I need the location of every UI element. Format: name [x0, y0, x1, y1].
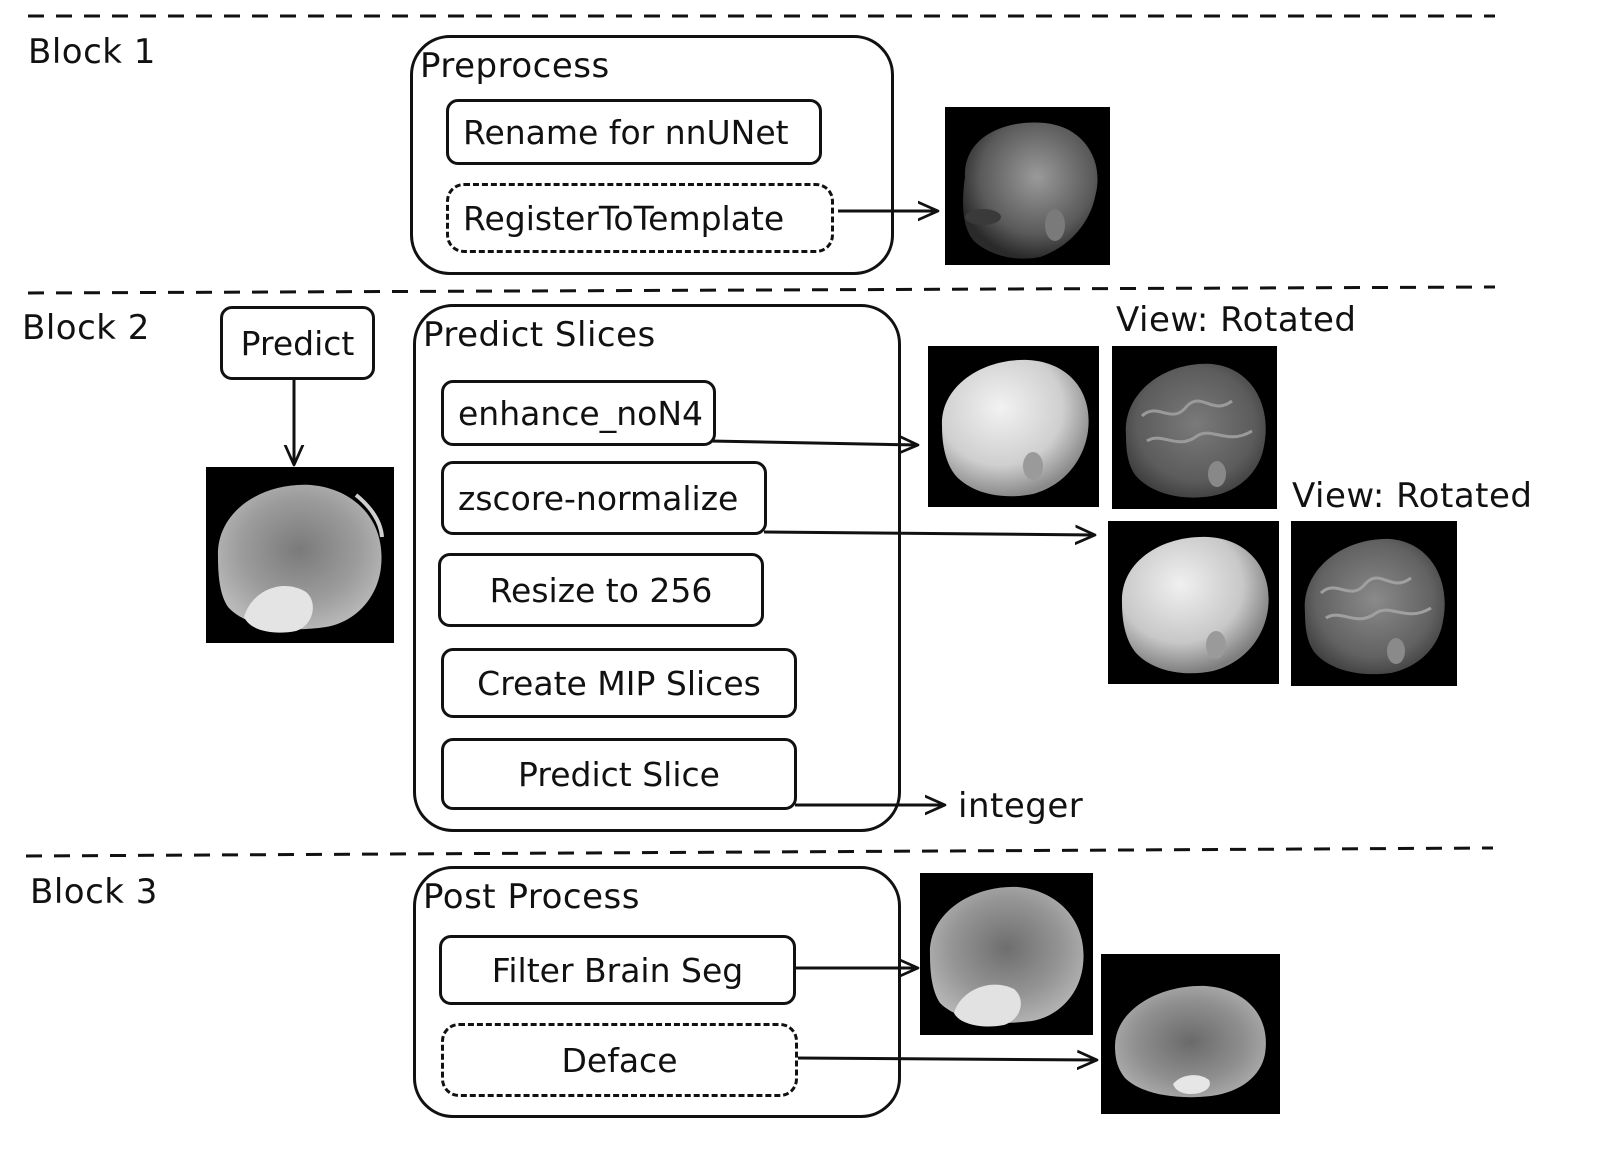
create-mip-slices-step[interactable]: Create MIP Slices — [441, 648, 797, 718]
filtered-brain-image — [920, 873, 1093, 1035]
predict-slices-group — [413, 304, 901, 832]
filter-brain-seg-step[interactable]: Filter Brain Seg — [439, 935, 796, 1005]
block-label-1: Block 1 — [28, 32, 156, 72]
register-to-template-step[interactable]: RegisterToTemplate — [446, 183, 834, 253]
view-rotated-label-2: View: Rotated — [1292, 476, 1533, 516]
preprocess-title: Preprocess — [420, 46, 610, 86]
rename-for-nnunet-step[interactable]: Rename for nnUNet — [446, 99, 822, 165]
predicted-head-image — [206, 467, 394, 643]
defaced-brain-image — [1101, 954, 1280, 1114]
preprocess-group — [410, 35, 894, 275]
predict-step[interactable]: Predict — [220, 306, 375, 380]
enhanced-head-image — [928, 346, 1099, 507]
divider-block-2-3 — [25, 846, 1494, 858]
deface-step[interactable]: Deface — [441, 1023, 798, 1097]
post-process-title: Post Process — [423, 877, 640, 917]
post-process-group — [413, 866, 901, 1118]
divider-block-1-2 — [27, 285, 1496, 295]
normalized-head-image — [1108, 521, 1279, 684]
resize-to-256-step[interactable]: Resize to 256 — [438, 553, 764, 627]
zscore-normalize-step[interactable]: zscore-normalize — [441, 461, 767, 535]
integer-output-label: integer — [958, 786, 1084, 826]
block-label-2: Block 2 — [22, 308, 150, 348]
enhanced-head-rotated-image — [1112, 346, 1277, 509]
view-rotated-label-1: View: Rotated — [1116, 300, 1357, 340]
enhance-non4-step[interactable]: enhance_noN4 — [441, 380, 716, 446]
registered-head-image — [945, 107, 1110, 265]
block-label-3: Block 3 — [30, 872, 158, 912]
predict-slices-title: Predict Slices — [423, 315, 656, 355]
predict-slice-step[interactable]: Predict Slice — [441, 738, 797, 810]
normalized-head-rotated-image — [1291, 521, 1457, 686]
